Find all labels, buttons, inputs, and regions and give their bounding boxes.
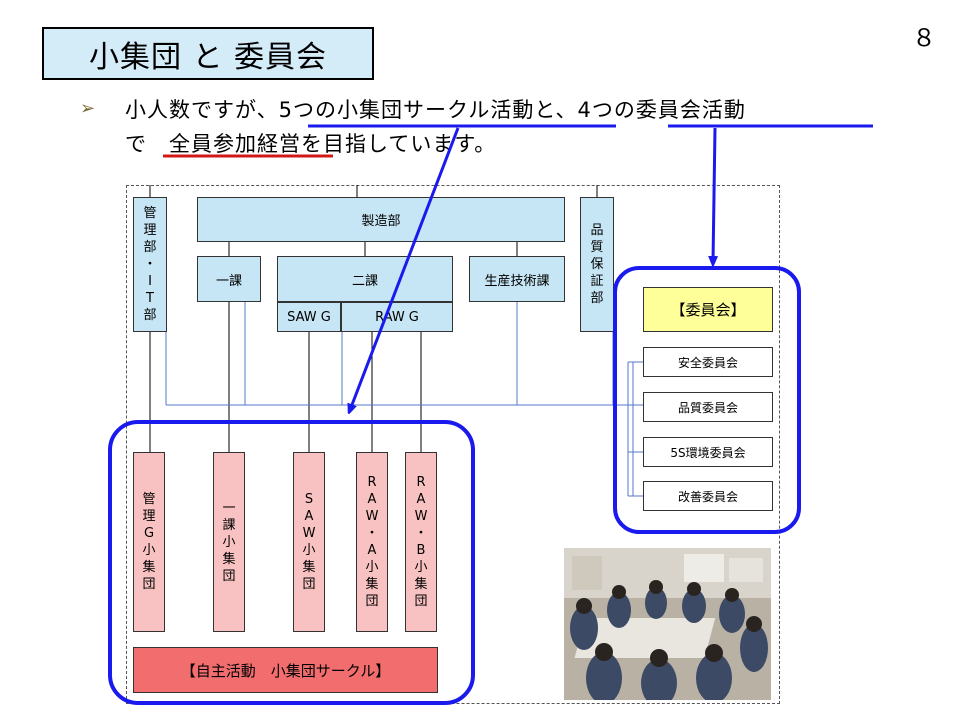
intro-committees: 4つの委員会活動	[577, 98, 746, 122]
intro-text: 小人数ですが、	[125, 98, 279, 122]
committee-item: 安全委員会	[643, 347, 773, 377]
intro-line-1: 小人数ですが、5つの小集団サークル活動と、4つの委員会活動	[125, 94, 746, 124]
intro-small-groups: 5つの小集団サークル活動	[278, 98, 535, 122]
intro-line-2: で 全員参加経営を目指しています。	[125, 128, 496, 158]
committees-highlight-frame	[613, 266, 801, 534]
small-groups-highlight-frame	[108, 420, 475, 705]
org-box-hinshitsu: 品質保証部	[580, 197, 614, 332]
org-box-saw: SAW G	[277, 302, 341, 332]
committee-header: 【委員会】	[643, 287, 773, 332]
page-number: ８	[912, 24, 936, 52]
committee-item: 改善委員会	[643, 481, 773, 511]
org-box-seizo: 製造部	[197, 197, 565, 242]
intro-text: で	[125, 132, 169, 156]
arrow-to-small-groups	[350, 127, 460, 410]
committee-item: 品質委員会	[643, 392, 773, 422]
committee-item: 5S環境委員会	[643, 437, 773, 467]
meeting-photo-icon	[564, 548, 771, 700]
meeting-photo	[564, 548, 771, 700]
bullet-arrow-icon: ➢	[80, 98, 96, 119]
intro-text: と、	[534, 98, 578, 122]
slide-title: 小集団 と 委員会	[42, 27, 374, 80]
arrow-to-committees	[713, 127, 715, 262]
org-box-raw: RAW G	[341, 302, 453, 332]
org-box-seisan: 生産技術課	[469, 256, 565, 302]
small-group-circle-label: 【自主活動 小集団サークル】	[133, 647, 438, 693]
org-box-ikka: 一課	[197, 256, 261, 302]
org-box-nika: 二課	[277, 256, 453, 302]
intro-text: を目指しています。	[301, 132, 497, 156]
small-group-ikka: 一課小集団	[213, 452, 245, 632]
intro-all-participation: 全員参加経営	[169, 132, 301, 156]
